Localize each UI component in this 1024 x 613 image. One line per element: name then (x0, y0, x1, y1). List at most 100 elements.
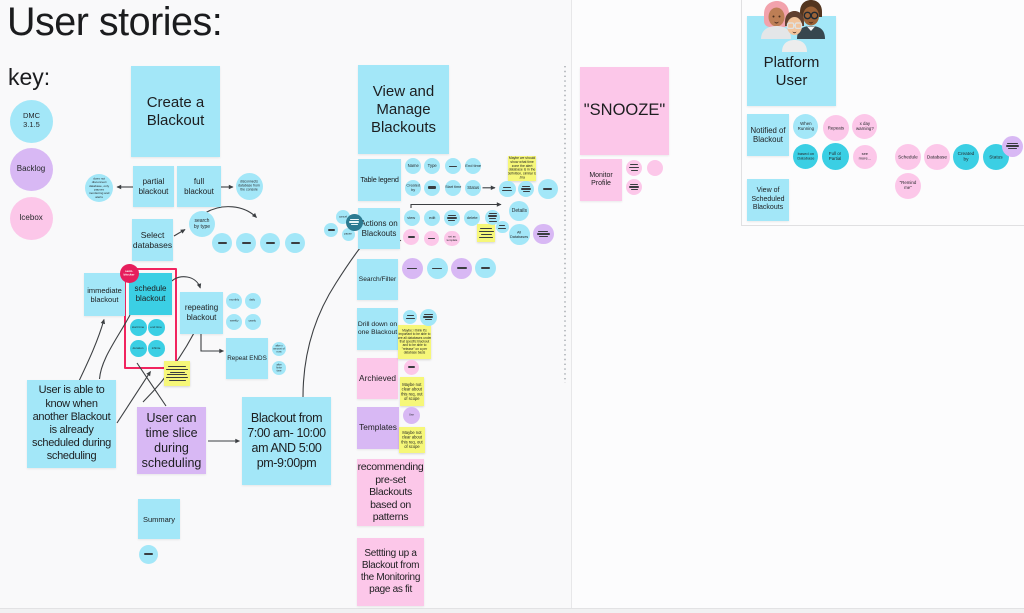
sticky-templates[interactable]: Templates (357, 407, 399, 449)
actions-circle-lines-2[interactable] (485, 209, 501, 225)
circle-search-by-type[interactable]: search by type (189, 211, 215, 237)
sticky-full-blackout[interactable]: full blackout (177, 166, 221, 207)
circle-after-runs[interactable]: after x amount of runs (272, 342, 286, 356)
legend-circle-created-by[interactable]: Created by (404, 179, 421, 196)
actions-pink-template[interactable]: set as template (444, 230, 460, 247)
circle-db-dash-1[interactable] (212, 233, 232, 253)
actions-pink-dash-1[interactable] (403, 229, 420, 245)
circle-full-note[interactable]: disconnects database from the console (235, 172, 263, 200)
sticky-select-databases[interactable]: Select databases (132, 219, 173, 261)
legend-circle-dash-2[interactable] (537, 179, 558, 199)
legend-circle-lines-2[interactable] (518, 180, 535, 198)
actions-circle-all-databases[interactable]: All Databases (509, 224, 530, 245)
sticky-immediate-blackout[interactable]: immediate blackout (84, 273, 125, 316)
view-circle-database[interactable]: Database (924, 143, 950, 170)
archived-circle[interactable] (403, 359, 419, 375)
circle-summary-dash[interactable] (138, 544, 158, 564)
monitor-circle-lines-1[interactable] (626, 159, 642, 176)
legend-circle-dash[interactable] (444, 158, 461, 175)
sticky-actions-on-blackouts[interactable]: Actions on Blackouts (358, 208, 400, 249)
sticky-time-slice[interactable]: User can time slice during scheduling (137, 407, 206, 474)
circle-partial-note[interactable]: does not disconnect database, only pause… (85, 174, 113, 202)
key-circle-backlog[interactable]: Backlog (9, 147, 53, 191)
note-drill-down[interactable]: Maybe: i think it's important to be able… (398, 325, 431, 359)
actions-circle-view[interactable]: view (403, 210, 420, 226)
sticky-summary[interactable]: Summary (138, 499, 180, 539)
view-circle-purple-lines[interactable] (1001, 135, 1023, 157)
drill-circle-1[interactable] (403, 310, 417, 324)
note-schedule-scribble[interactable] (164, 361, 190, 386)
circle-weekly[interactable]: weekly (226, 313, 242, 330)
view-circle-schedule[interactable]: Schedule (894, 143, 921, 170)
circle-daily[interactable]: daily (244, 292, 261, 309)
sticky-setting-up[interactable]: Settting up a Blackout from the Monitori… (357, 538, 424, 606)
circle-monthly[interactable]: monthly (226, 292, 242, 309)
sticky-table-legend[interactable]: Table legend (358, 159, 401, 201)
circle-db-dash-2[interactable] (236, 233, 256, 253)
sticky-drill-down[interactable]: Drill down on one Blackout (357, 308, 398, 350)
circle-infinite[interactable]: infinite (148, 340, 165, 357)
filter-circle-4[interactable] (475, 257, 496, 279)
view-circle-remind-me[interactable]: "Remind me" (894, 172, 921, 199)
note-archived[interactable]: Maybe not clear about this req, out of s… (400, 377, 424, 406)
note-templates[interactable]: Maybe not clear about this req, out of s… (399, 427, 425, 453)
circle-db-dash-4[interactable] (285, 233, 305, 253)
drill-circle-2[interactable] (419, 308, 437, 326)
monitor-circle-lines-2[interactable] (626, 179, 642, 195)
sticky-view-manage-blackouts[interactable]: View and Manage Blackouts (358, 65, 449, 154)
actions-circle-details[interactable]: Details (508, 200, 530, 222)
actions-circle-menu[interactable] (345, 213, 363, 231)
circle-start-time[interactable]: start time (130, 319, 147, 336)
notified-circle-warning[interactable]: x day warning? (852, 114, 877, 139)
sticky-user-know[interactable]: User is able to know when another Blacko… (27, 380, 116, 468)
sticky-monitor-profile[interactable]: Monitor Profile (580, 159, 622, 201)
sticky-archived[interactable]: Archieved (357, 358, 398, 399)
key-circle-dmc[interactable]: DMC 3.1.5 (10, 99, 53, 143)
actions-circle-purple-lines[interactable] (533, 223, 554, 245)
actions-pink-dash-2[interactable] (423, 230, 440, 247)
key-circle-icebox[interactable]: Icebox (9, 196, 53, 240)
notified-circle-see-more[interactable]: see more... (852, 144, 877, 169)
actions-circle-pause[interactable]: pause (341, 227, 355, 241)
legend-circle-bold-dash[interactable] (424, 179, 441, 196)
sticky-notified-of-blackout[interactable]: Notified of Blackout (747, 114, 789, 156)
platform-user-illustration[interactable] (758, 0, 828, 56)
monitor-circle-plain[interactable] (646, 159, 663, 176)
view-circle-created-by[interactable]: Created by (953, 143, 979, 170)
legend-circle-name[interactable]: Name (404, 158, 421, 175)
circle-yearly[interactable]: yearly (244, 313, 261, 330)
actions-circle-delete[interactable]: delete (463, 210, 480, 226)
filter-circle-3[interactable] (451, 257, 473, 279)
legend-circle-status[interactable]: Status (465, 179, 482, 196)
templates-circle[interactable]: Use (402, 406, 421, 425)
filter-circle-1[interactable] (401, 257, 423, 279)
sticky-blackout-from[interactable]: Blackout from 7:00 am- 10:00 am AND 5:00… (242, 397, 331, 485)
actions-circle-lines-3[interactable] (496, 220, 509, 234)
actions-circle-dash-left[interactable] (324, 223, 338, 237)
sticky-partial-blackout[interactable]: partial blackout (133, 166, 174, 207)
note-table-legend[interactable]: Maybe we should show what time zone the … (508, 156, 536, 181)
sticky-create-a-blackout[interactable]: Create a Blackout (131, 66, 220, 157)
badge-semi-blocker[interactable]: semi- blocker (119, 263, 140, 284)
notified-circle-when-running[interactable]: When Running (793, 114, 818, 139)
notified-circle-based-on[interactable]: based on Database (793, 144, 818, 169)
legend-circle-end-time[interactable]: End time (465, 158, 482, 175)
notified-circle-repeats[interactable]: Repeats (822, 115, 849, 141)
sticky-search-filter[interactable]: Search/Filter (357, 259, 398, 300)
note-actions-scribble[interactable] (477, 224, 495, 242)
circle-end-time[interactable]: end time (148, 319, 165, 336)
actions-circle-lines[interactable] (443, 210, 460, 226)
notified-circle-full-partial[interactable]: Full or Partial (822, 143, 849, 170)
sticky-recommending[interactable]: recommending pre-set Blackouts based on … (357, 459, 424, 526)
legend-circle-type[interactable]: Type (424, 158, 441, 175)
circle-db-dash-3[interactable] (260, 233, 280, 253)
filter-circle-2[interactable] (426, 258, 448, 280)
sticky-repeat-ends[interactable]: Repeat ENDS (226, 338, 268, 379)
legend-circle-start-time[interactable]: Start time (445, 179, 461, 196)
actions-circle-edit[interactable]: edit (423, 210, 440, 226)
circle-duration[interactable]: duration (130, 340, 147, 357)
sticky-snooze[interactable]: "SNOOZE" (580, 67, 669, 155)
legend-circle-lines-1[interactable] (499, 180, 516, 198)
sticky-repeating-blackout[interactable]: repeating blackout (180, 292, 223, 334)
circle-after-time[interactable]: after finite time (272, 361, 286, 375)
